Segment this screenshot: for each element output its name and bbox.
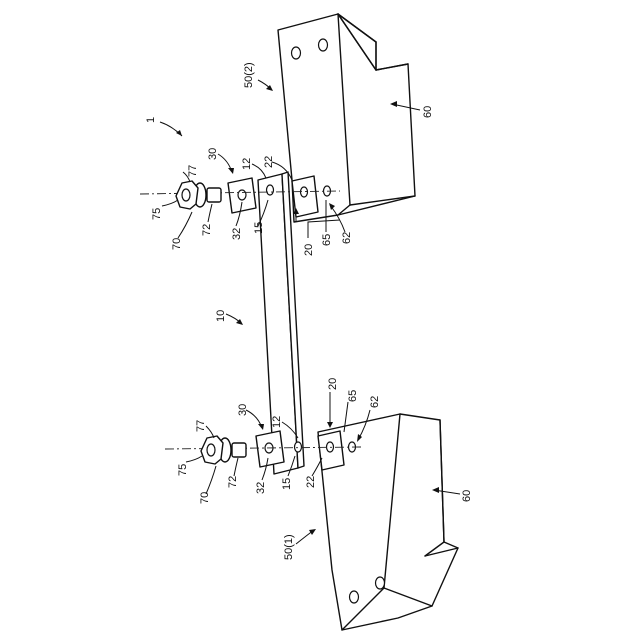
label-plate-hole-upper: 22 — [263, 156, 275, 168]
label-bar-hole-upper: 15 — [253, 222, 265, 234]
contact-plate-lower — [318, 431, 344, 470]
bolt-lower — [201, 436, 246, 464]
label-flange-lower: 77 — [195, 420, 207, 432]
label-assembly: 1 — [145, 117, 157, 123]
mount-hole-lower-1 — [350, 591, 359, 603]
label-thread-hole-lower: 62 — [369, 396, 381, 408]
label-bar-hole-lower: 15 — [281, 478, 293, 490]
bus-bar-hole-upper — [267, 185, 274, 195]
label-bar-end-upper: 12 — [241, 158, 253, 170]
label-washer-lower: 30 — [237, 404, 249, 416]
label-terminal-lower: 60 — [461, 490, 473, 502]
label-shank-upper: 72 — [201, 224, 213, 236]
label-head-upper: 75 — [151, 208, 163, 220]
label-washer-upper: 30 — [207, 148, 219, 160]
label-washer-hole-upper: 32 — [231, 228, 243, 240]
bus-bar-hole-lower — [295, 442, 302, 452]
label-plate-hole-lower: 22 — [305, 476, 317, 488]
bolt-upper — [176, 181, 221, 209]
label-plate-upper: 20 — [303, 244, 315, 256]
label-flange-upper: 77 — [187, 165, 199, 177]
label-shank-lower: 72 — [227, 476, 239, 488]
label-terminal-upper: 60 — [422, 106, 434, 118]
label-nut-lower: 65 — [347, 390, 359, 402]
label-thread-hole-upper: 62 — [341, 232, 353, 244]
label-plate-lower: 20 — [327, 378, 339, 390]
label-block-upper: 50(2) — [243, 62, 255, 88]
label-nut-upper: 65 — [321, 234, 333, 246]
washer-upper — [228, 178, 256, 213]
mount-hole-lower-2 — [376, 577, 385, 589]
mount-hole-upper-2 — [319, 39, 328, 51]
label-washer-hole-lower: 32 — [255, 482, 267, 494]
label-busbar: 10 — [215, 310, 227, 322]
washer-lower — [256, 431, 284, 467]
label-bolt-lower: 70 — [199, 492, 211, 504]
mount-hole-upper-1 — [292, 47, 301, 59]
label-head-lower: 75 — [177, 464, 189, 476]
label-bar-end-lower: 12 — [271, 416, 283, 428]
label-block-lower: 50(1) — [283, 534, 295, 560]
label-bolt-upper: 70 — [171, 238, 183, 250]
